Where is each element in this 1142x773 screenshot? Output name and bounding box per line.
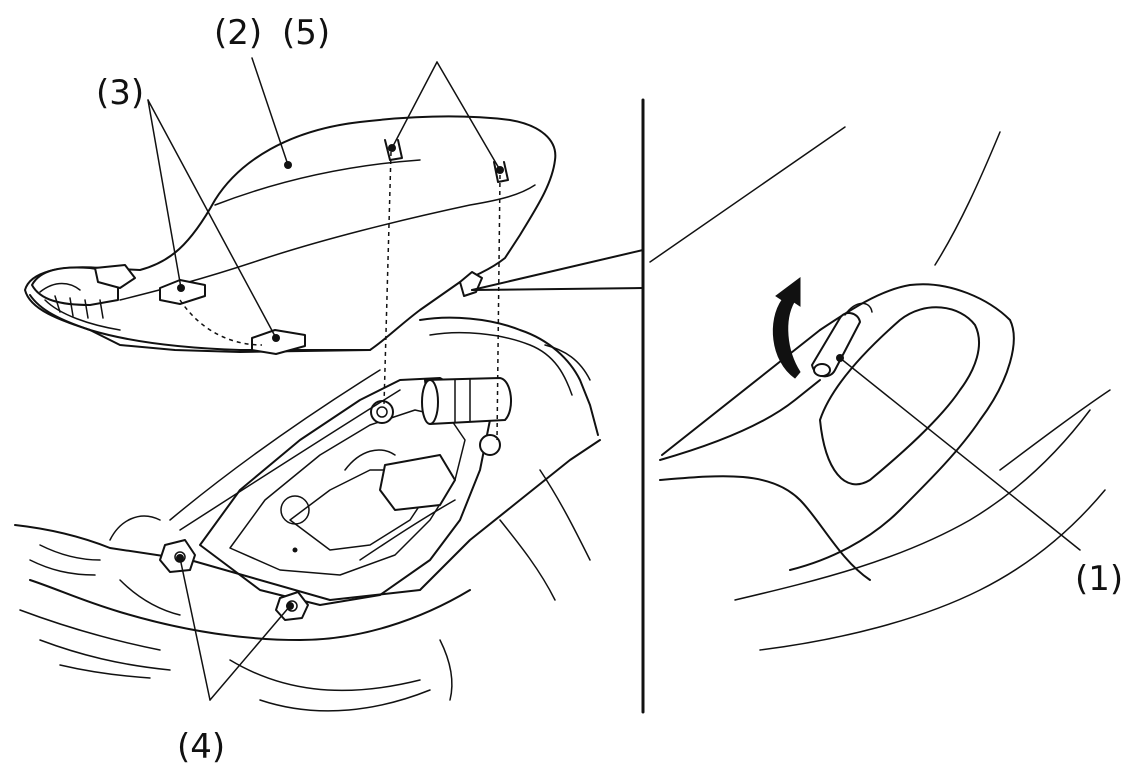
callout-label-4: (4)	[177, 727, 225, 767]
callout-label-2: (2)	[214, 13, 262, 53]
seat	[24, 115, 557, 441]
curved-arrow-up-icon	[772, 277, 801, 379]
callout-label-5: (5)	[282, 13, 330, 53]
leader-lines	[147, 57, 644, 701]
callout-label-3: (3)	[96, 73, 144, 113]
motorcycle-body	[14, 316, 601, 712]
latch-detail-view	[649, 126, 1111, 651]
callout-label-1: (1)	[1075, 559, 1123, 599]
